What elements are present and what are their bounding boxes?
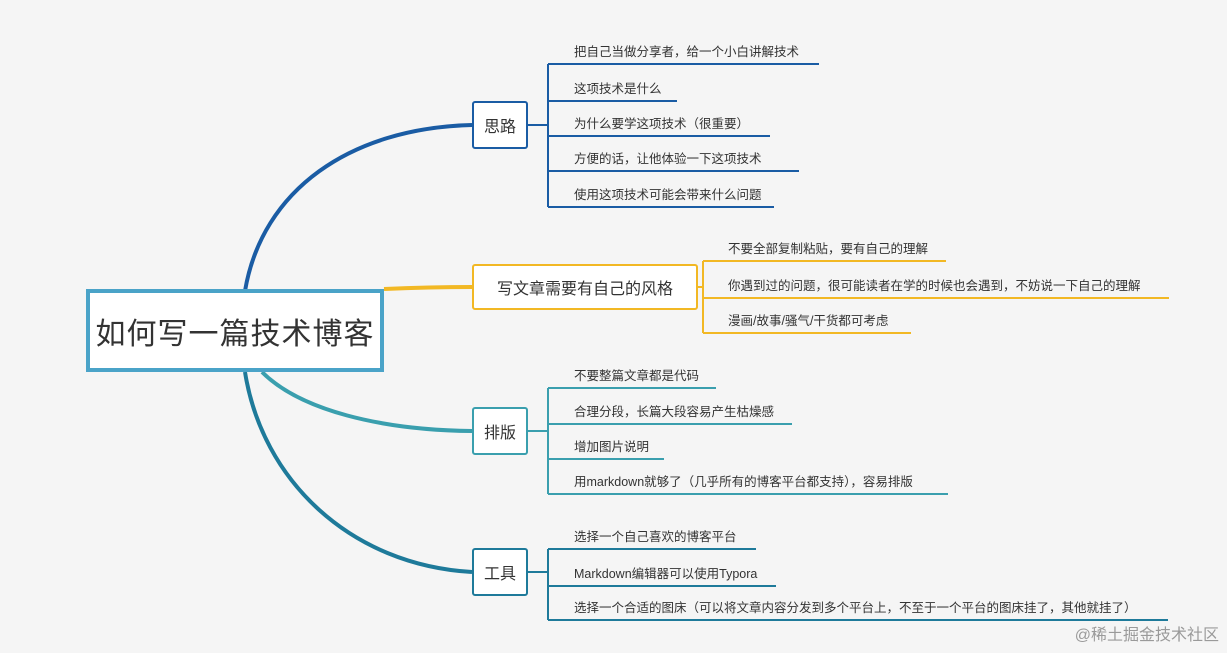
branch-layout[interactable]: 排版 [472,407,528,455]
connector-root-style [383,285,473,291]
leaf-topic[interactable]: 选择一个自己喜欢的博客平台 [574,530,756,550]
connector-root-layout [260,370,473,433]
leaf-topic[interactable]: 增加图片说明 [574,440,664,460]
branch-thinking[interactable]: 思路 [472,101,528,149]
root-topic[interactable]: 如何写一篇技术博客 [86,289,384,372]
watermark: @稀土掘金技术社区 [1074,627,1219,644]
leaf-topic[interactable]: 漫画/故事/骚气/干货都可考虑 [728,314,911,334]
leaf-topic[interactable]: 不要整篇文章都是代码 [574,369,716,389]
leaf-topic[interactable]: 不要全部复制粘贴，要有自己的理解 [728,242,946,262]
leaf-topic[interactable]: 为什么要学这项技术（很重要） [574,117,770,137]
connector-root-thinking [243,123,473,292]
branch-writing-style[interactable]: 写文章需要有自己的风格 [472,264,698,310]
leaf-topic[interactable]: 方便的话，让他体验一下这项技术 [574,152,799,172]
connector-root-tools [243,371,473,574]
leaf-topic[interactable]: 这项技术是什么 [574,82,677,102]
leaf-topic[interactable]: 你遇到过的问题，很可能读者在学的时候也会遇到，不妨说一下自己的理解 [728,279,1169,299]
leaf-topic[interactable]: 把自己当做分享者，给一个小白讲解技术 [574,45,819,65]
leaf-topic[interactable]: 选择一个合适的图床（可以将文章内容分发到多个平台上，不至于一个平台的图床挂了，其… [574,601,1168,621]
leaf-topic[interactable]: 使用这项技术可能会带来什么问题 [574,188,774,208]
leaf-topic[interactable]: 合理分段，长篇大段容易产生枯燥感 [574,405,792,425]
leaf-topic[interactable]: 用markdown就够了（几乎所有的博客平台都支持），容易排版 [574,475,948,495]
leaf-topic[interactable]: Markdown编辑器可以使用Typora [574,567,776,587]
branch-tools[interactable]: 工具 [472,548,528,596]
